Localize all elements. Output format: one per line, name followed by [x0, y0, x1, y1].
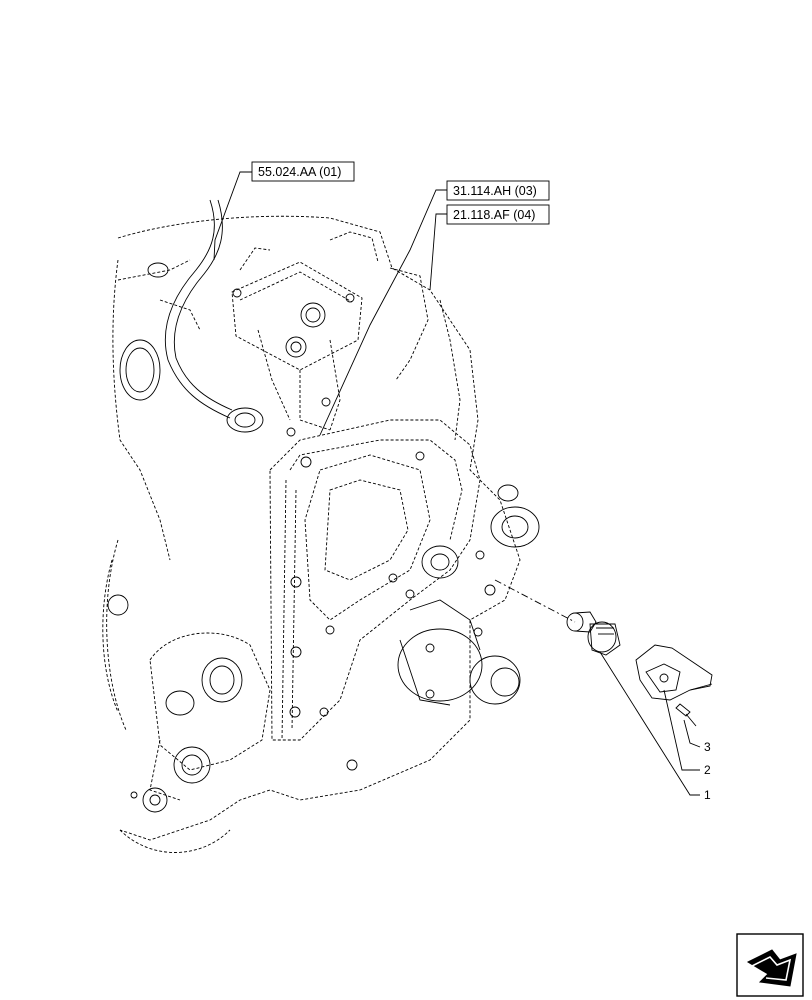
reference-label-55-024-aa[interactable]: 55.024.AA (01): [251, 161, 355, 182]
reference-label-21-118-af[interactable]: 21.118.AF (04): [446, 204, 550, 225]
reference-text: 55.024.AA (01): [258, 165, 341, 179]
callout-3: 3: [704, 740, 711, 754]
housing-details: [107, 262, 540, 813]
part-2-bracket: [635, 644, 713, 701]
reference-text: 21.118.AF (04): [453, 208, 535, 222]
next-page-arrow-icon[interactable]: [736, 933, 804, 997]
part-3-screw: [675, 703, 697, 727]
transmission-housing: [102, 215, 521, 853]
callout-2: 2: [704, 763, 711, 777]
reference-text: 31.114.AH (03): [453, 184, 537, 198]
wiring-harness: [164, 199, 233, 419]
part-1-speed-sensor: [566, 611, 621, 656]
reference-label-31-114-ah[interactable]: 31.114.AH (03): [446, 180, 550, 201]
callout-1: 1: [704, 788, 711, 802]
assembly-axis-line: [494, 579, 576, 623]
callout-leaders: [599, 651, 701, 796]
reference-leaders: [213, 171, 447, 436]
